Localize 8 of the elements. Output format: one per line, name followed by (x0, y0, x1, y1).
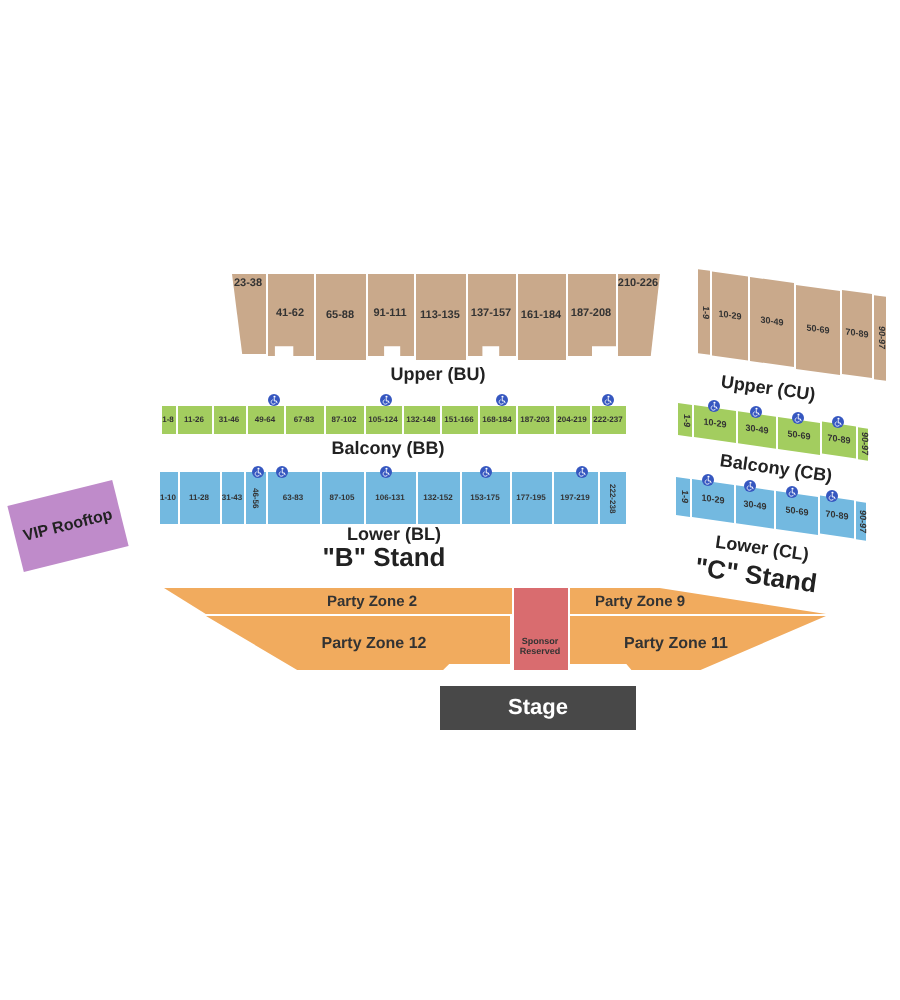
tier-label: Upper (BU) (390, 366, 486, 384)
stand-title: "B" Stand (322, 544, 446, 570)
tier-label: Lower (BL) (347, 526, 441, 544)
tier-label: Upper (CU) (719, 372, 817, 404)
tier-label: Balcony (BB) (331, 439, 445, 457)
stage-block: Stage (440, 686, 636, 730)
party-zone: Party Zone 12 (206, 616, 510, 670)
rooftop-area: VIP Rooftop (7, 479, 129, 573)
